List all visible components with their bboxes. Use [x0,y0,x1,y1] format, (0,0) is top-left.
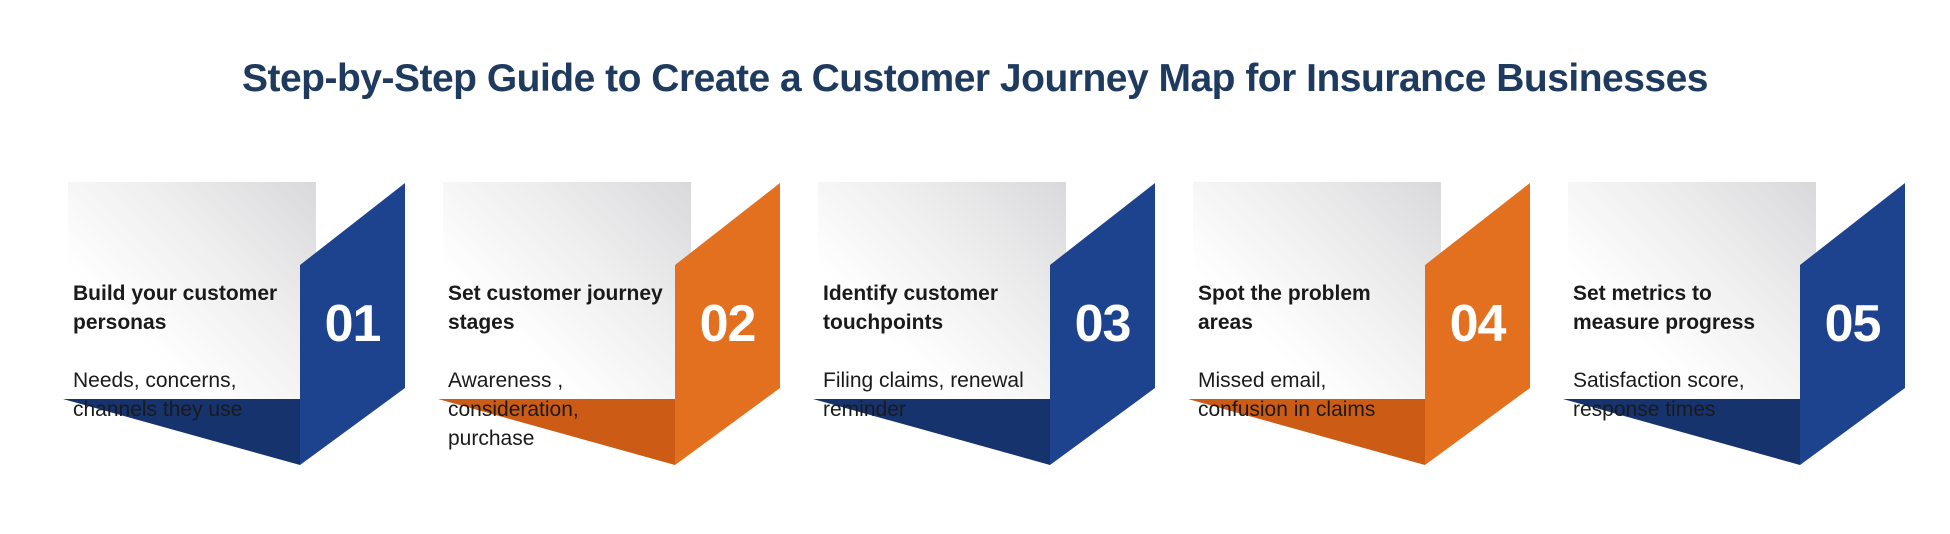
step-page-panel [1193,182,1441,399]
step-card-5: 05 Set metrics to measure progress Satis… [1563,150,1905,480]
step-page-panel [1568,182,1816,399]
step-page-panel [818,182,1066,399]
step-page-panel [443,182,691,399]
step-number: 03 [1074,295,1132,353]
step-title: Build your customer personas [73,282,278,334]
step-title: Set metrics to measure progress [1573,282,1756,334]
step-text-block: Set customer journey stages Awareness , … [448,250,686,482]
step-number: 02 [699,295,757,353]
step-subtitle: Missed email, confusion in claims [1198,369,1376,421]
step-card-4: 04 Spot the problem areas Missed email, … [1188,150,1530,480]
step-text-block: Build your customer personas Needs, conc… [73,250,311,453]
step-number: 05 [1824,295,1882,353]
step-subtitle: Filing claims, renewal reminder [823,369,1024,421]
step-number: 01 [324,295,382,353]
step-number: 04 [1449,295,1507,353]
step-card-2: 02 Set customer journey stages Awareness… [438,150,780,480]
step-text-block: Identify customer touchpoints Filing cla… [823,250,1061,453]
step-page-panel [68,182,316,399]
step-card-3: 03 Identify customer touchpoints Filing … [813,150,1155,480]
step-text-block: Spot the problem areas Missed email, con… [1198,250,1436,453]
step-subtitle: Awareness , consideration, purchase [448,369,579,450]
step-title: Spot the problem areas [1198,282,1371,334]
step-title: Identify customer touchpoints [823,282,999,334]
step-card-1: 01 Build your customer personas Needs, c… [63,150,405,480]
page-title: Step-by-Step Guide to Create a Customer … [241,57,1709,100]
step-subtitle: Satisfaction score, response times [1573,369,1745,421]
step-title: Set customer journey stages [448,282,663,334]
step-subtitle: Needs, concerns, channels they use [73,369,243,421]
step-text-block: Set metrics to measure progress Satisfac… [1573,250,1811,453]
